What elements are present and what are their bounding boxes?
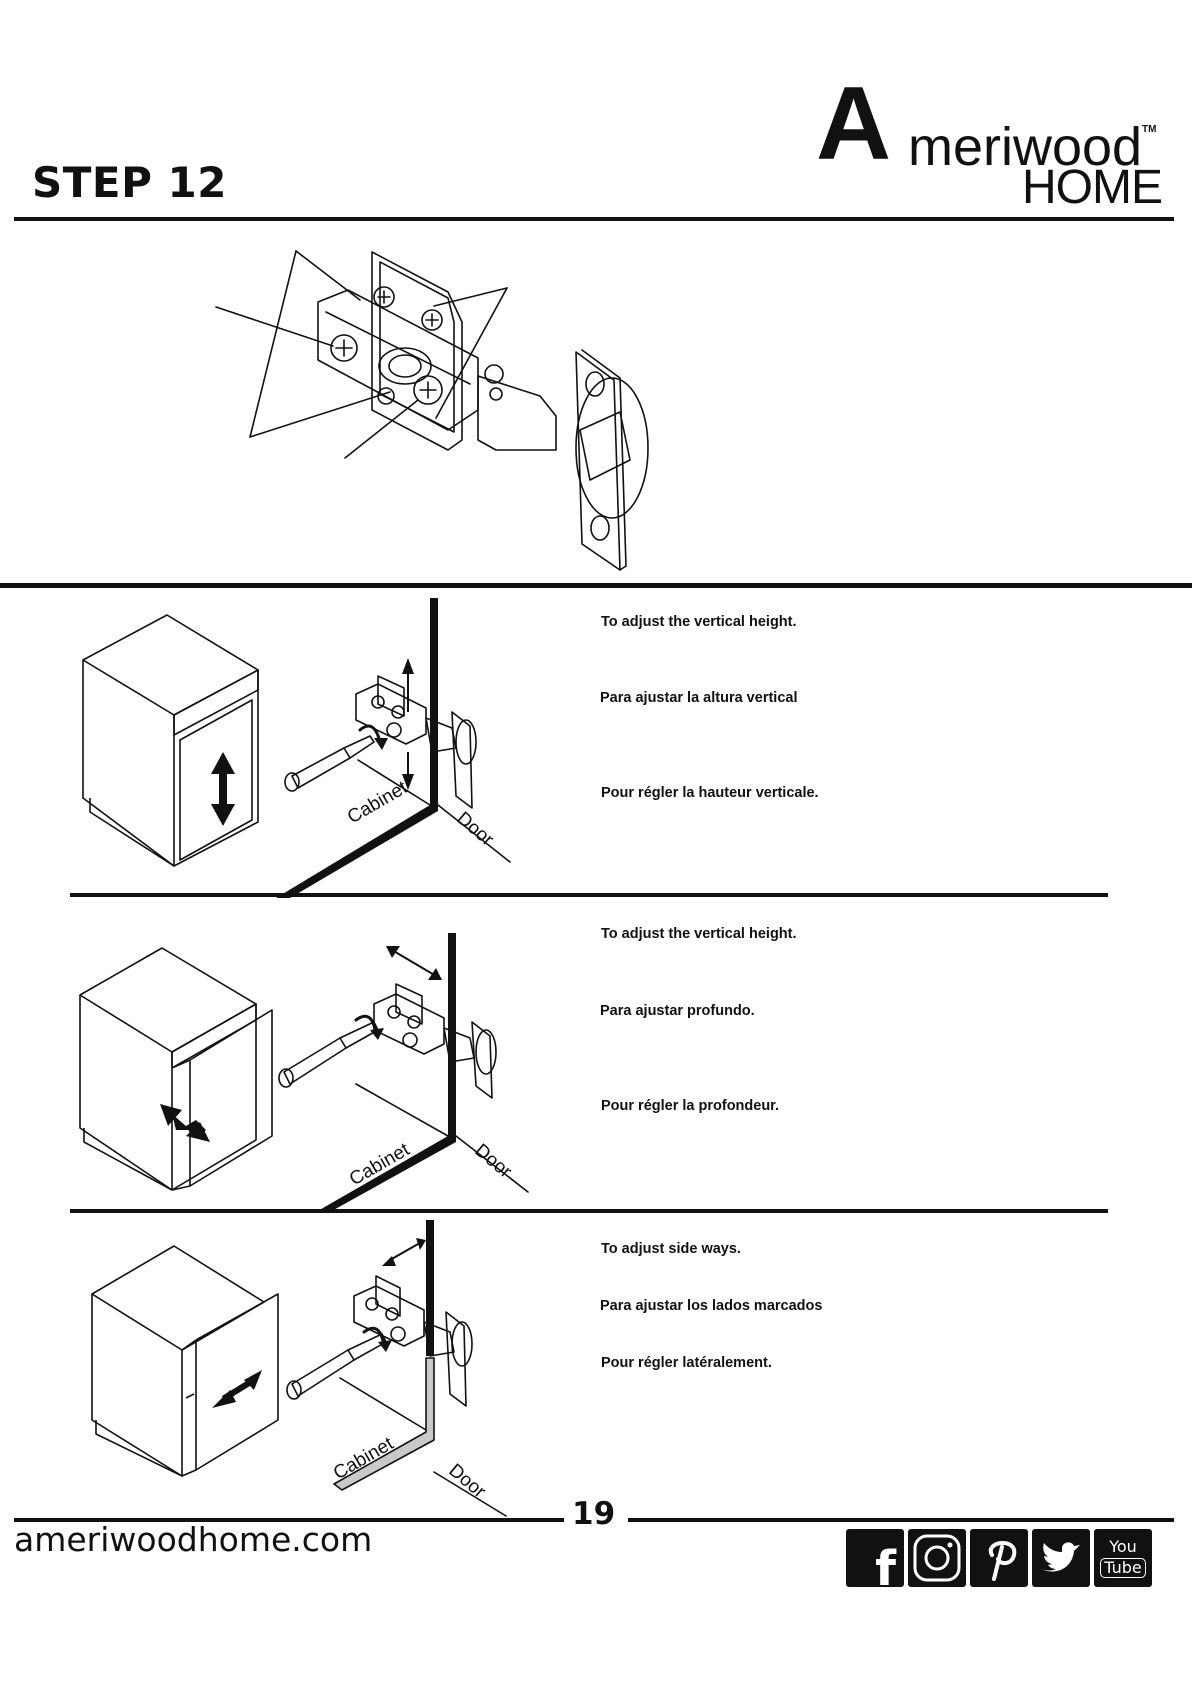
panel-1-instruction-es: Para ajustar la altura vertical: [600, 690, 798, 706]
panel-divider: [70, 893, 1108, 897]
header-rule: [14, 217, 1174, 221]
panel-3-instruction-es: Para ajustar los lados marcados: [600, 1298, 823, 1314]
footer-rule-left: [14, 1518, 564, 1522]
panel-divider: [70, 1209, 1108, 1213]
panel-2-instruction-en: To adjust the vertical height.: [601, 926, 797, 942]
twitter-icon[interactable]: [1032, 1529, 1090, 1587]
instagram-icon[interactable]: [908, 1529, 966, 1587]
logo-initial: A: [816, 66, 892, 182]
page-number: 19: [572, 1496, 616, 1532]
panel-2-instruction-es: Para ajustar profundo.: [600, 1003, 755, 1019]
panel-2-instruction-fr: Pour régler la profondeur.: [601, 1098, 780, 1114]
twitter-glyph: [1042, 1542, 1080, 1572]
footer-rule-right: [628, 1518, 1174, 1522]
logo-home: HOME: [1022, 161, 1163, 214]
instagram-glyph: [913, 1534, 961, 1582]
section-divider: [0, 583, 1192, 588]
youtube-label-top: You: [1109, 1537, 1137, 1557]
panel-1-instruction-en: To adjust the vertical height.: [601, 614, 797, 630]
youtube-label-bottom: Tube: [1100, 1558, 1146, 1578]
facebook-icon[interactable]: f: [846, 1529, 904, 1593]
logo-trademark: TM: [1142, 124, 1157, 135]
pinterest-glyph: [988, 1540, 1017, 1581]
step-title: STEP 12: [32, 158, 227, 207]
ameriwood-home-logo: A meriwood TM HOME: [816, 72, 1163, 214]
panel-1-instruction-fr: Pour régler la hauteur verticale.: [601, 785, 819, 801]
facebook-glyph: f: [875, 1541, 896, 1597]
pinterest-icon[interactable]: [970, 1529, 1028, 1587]
panel-3-instruction-fr: Pour régler latéralement.: [601, 1355, 772, 1371]
panel-3-instruction-en: To adjust side ways.: [601, 1241, 741, 1257]
youtube-icon[interactable]: You Tube: [1094, 1529, 1152, 1587]
website-link[interactable]: ameriwoodhome.com: [14, 1520, 373, 1559]
logo-brand-name: meriwood: [908, 117, 1143, 177]
hinge-detail-illustration: [215, 250, 649, 571]
